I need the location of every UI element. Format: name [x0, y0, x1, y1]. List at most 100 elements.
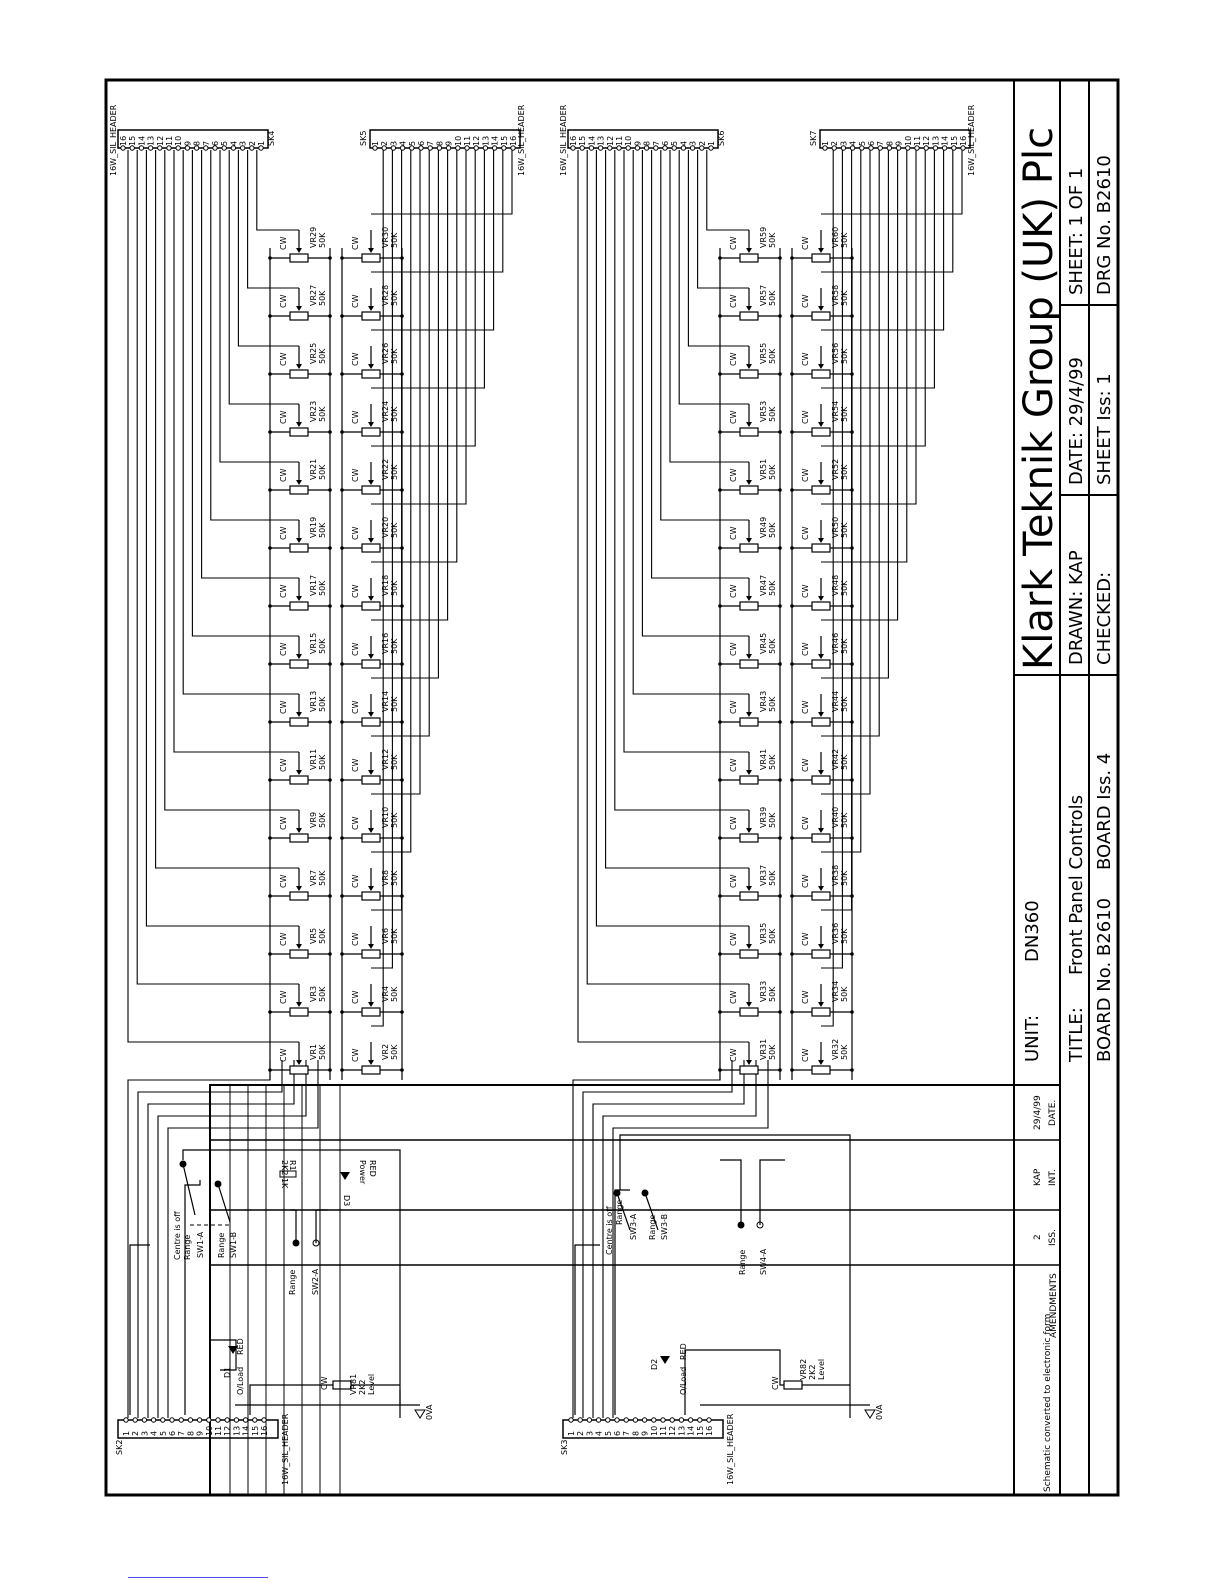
- pot-arrow: [368, 596, 374, 601]
- junction: [340, 836, 344, 840]
- pot-body: [361, 369, 381, 379]
- pin-number: 13: [597, 136, 606, 146]
- pot-label: VR13: [309, 691, 318, 712]
- pot-arrow: [818, 712, 824, 717]
- pin-number: 16: [260, 1426, 269, 1436]
- pin-number: 3: [839, 141, 848, 146]
- pin-number: 9: [445, 141, 454, 146]
- pot-label: VR40: [831, 807, 840, 828]
- sk4-label: SK4: [267, 131, 276, 146]
- pot-cw-label: CW: [279, 584, 288, 598]
- pin: [822, 145, 828, 151]
- junction: [340, 314, 344, 318]
- pin-number: 12: [156, 136, 165, 146]
- pin-number: 14: [242, 1426, 251, 1436]
- junction: [340, 604, 344, 608]
- junction: [268, 952, 272, 956]
- pin-number: 1: [257, 141, 266, 146]
- pot-body: [361, 717, 381, 727]
- pin: [390, 145, 397, 151]
- junction: [850, 430, 854, 434]
- pin-number: 15: [696, 1426, 705, 1436]
- sk4-connector: [117, 129, 269, 149]
- wire: [155, 150, 299, 869]
- amendment-table: [209, 1084, 1061, 1496]
- range-label-4: Range: [615, 1200, 624, 1225]
- junction: [718, 720, 722, 724]
- vr82-body: [783, 1380, 803, 1390]
- pin: [849, 145, 856, 151]
- pot-arrow: [296, 480, 302, 485]
- pot-cw-label: CW: [729, 816, 738, 830]
- pin: [418, 145, 424, 151]
- d2-label: D2: [650, 1359, 659, 1370]
- pot-cw-label: CW: [801, 874, 810, 888]
- pot-arrow: [746, 770, 752, 775]
- junction: [718, 488, 722, 492]
- junction: [268, 720, 272, 724]
- wire: [687, 150, 749, 347]
- pin: [680, 145, 687, 151]
- pin: [671, 145, 677, 151]
- pot-label: VR18: [381, 575, 390, 596]
- pot-body: [289, 717, 309, 727]
- wire: [641, 150, 749, 637]
- junction: [268, 430, 272, 434]
- pot-label: VR55: [759, 343, 768, 364]
- pot-value: 50K: [390, 928, 399, 944]
- junction: [340, 430, 344, 434]
- junction: [790, 488, 794, 492]
- pot-body: [361, 659, 381, 669]
- vr81-level: Level: [367, 1374, 376, 1395]
- pot-arrow: [746, 712, 752, 717]
- pot-arrow: [818, 248, 824, 253]
- junction: [778, 372, 782, 376]
- wire: [247, 150, 299, 289]
- pin: [196, 1417, 203, 1423]
- junction: [328, 256, 332, 260]
- junction: [790, 430, 794, 434]
- pin-number: 8: [631, 1431, 640, 1436]
- pot-value: 50K: [840, 464, 849, 480]
- pot-value: 50K: [840, 870, 849, 886]
- pot-value: 50K: [390, 348, 399, 364]
- pin: [224, 1417, 230, 1423]
- pot-arrow: [746, 596, 752, 601]
- pot-arrow: [296, 944, 302, 949]
- pot-label: VR59: [759, 227, 768, 248]
- pin-number: 14: [491, 136, 500, 146]
- pin: [886, 145, 893, 151]
- pin-number: 1: [567, 1431, 576, 1436]
- pot-arrow: [746, 1002, 752, 1007]
- pot-arrow: [746, 364, 752, 369]
- wire: [136, 150, 299, 985]
- pot-label: VR51: [759, 459, 768, 480]
- sheet-iss: SHEET Iss: 1: [1094, 373, 1115, 485]
- pin-number: 5: [159, 1431, 168, 1436]
- pin: [138, 145, 145, 151]
- junction: [850, 546, 854, 550]
- pin: [261, 1417, 267, 1423]
- pin-number: 7: [426, 141, 435, 146]
- pot-cw-label: CW: [351, 468, 360, 482]
- pot-body: [811, 427, 831, 437]
- pot-body: [739, 485, 759, 495]
- board-iss: BOARD Iss. 4: [1094, 753, 1115, 870]
- wire: [678, 150, 749, 405]
- title-value: Front Panel Controls: [1066, 795, 1087, 975]
- junction: [400, 430, 404, 434]
- sw1a-label: SW1-A: [196, 1231, 205, 1258]
- pin: [169, 1417, 175, 1423]
- junction: [850, 836, 854, 840]
- pin-number: 3: [585, 1431, 594, 1436]
- pot-cw-label: CW: [801, 294, 810, 308]
- junction: [268, 894, 272, 898]
- pin: [662, 145, 668, 151]
- wire: [219, 150, 299, 463]
- pin-number: 16: [959, 136, 968, 146]
- pot-label: VR24: [381, 401, 390, 422]
- pin-number: 13: [147, 136, 156, 146]
- pot-arrow: [746, 306, 752, 311]
- pot-cw-label: CW: [351, 758, 360, 772]
